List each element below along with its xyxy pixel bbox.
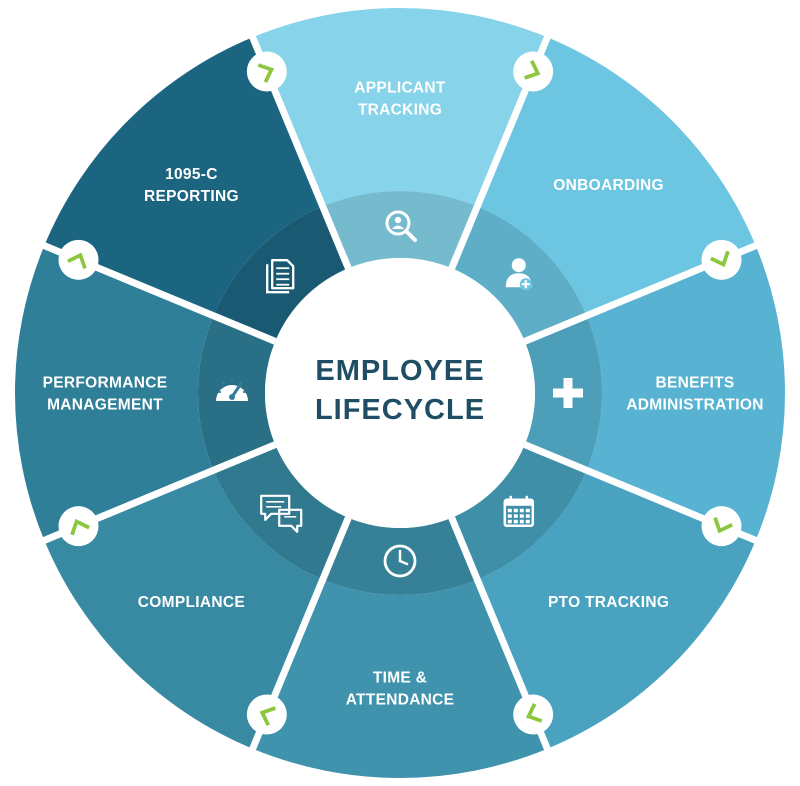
segment-label-performance-management: MANAGEMENT (47, 397, 163, 414)
labels-layer: APPLICANT TRACKING ONBOARDING BENEFITS ADMIN… (43, 80, 764, 709)
segment-label-time-attendance: TIME & (373, 670, 427, 687)
center-title-line2: LIFECYCLE (315, 394, 485, 426)
plus-icon (553, 378, 583, 408)
segment-label-applicant-tracking: TRACKING (358, 102, 442, 119)
segments-layer (15, 8, 785, 778)
segment-benefits-administration (586, 245, 785, 541)
chevron-right-icon (246, 694, 287, 735)
segment-1095c-reporting (44, 37, 323, 316)
center-circle (265, 258, 535, 528)
segment-compliance (44, 470, 323, 749)
segment-label-benefits-administration: BENEFITS (655, 375, 734, 392)
chevrons-layer (58, 51, 742, 735)
chevron-right-icon (701, 506, 742, 547)
center-hub: EMPLOYEE LIFECYCLE (265, 258, 535, 528)
center-title-line1: EMPLOYEE (315, 355, 484, 387)
segment-label-1095c-reporting: REPORTING (144, 188, 239, 205)
segment-label-compliance: COMPLIANCE (138, 594, 245, 611)
segment-inner-compliance (213, 444, 349, 580)
segment-label-benefits-administration: ADMINISTRATION (626, 397, 763, 414)
chevron-right-icon (246, 51, 287, 92)
segment-inner-pto-tracking (451, 444, 587, 580)
segment-label-applicant-tracking: APPLICANT (354, 80, 446, 97)
segment-time-attendance (252, 579, 548, 778)
segment-pto-tracking (477, 470, 756, 749)
calendar-icon (503, 495, 535, 528)
segment-label-onboarding: ONBOARDING (553, 177, 664, 194)
chevron-right-icon (513, 694, 554, 735)
segment-label-performance-management: PERFORMANCE (43, 375, 168, 392)
segment-onboarding (477, 37, 756, 316)
chevron-right-icon (513, 51, 554, 92)
segment-performance-management (15, 245, 214, 541)
user-add-icon (505, 258, 532, 291)
chevron-right-icon (58, 239, 99, 280)
search-user-icon (385, 210, 417, 242)
segment-applicant-tracking (252, 8, 548, 207)
document-icon (266, 259, 295, 294)
segment-label-time-attendance: ATTENDANCE (346, 692, 455, 709)
icons-layer (216, 210, 583, 578)
clock-icon (383, 544, 417, 578)
segment-inner-applicant-tracking (322, 190, 478, 269)
gauge-icon (216, 378, 248, 401)
segment-label-1095c-reporting: 1095-C (165, 166, 218, 183)
chat-bubbles-icon (260, 494, 303, 533)
chevron-right-icon (701, 239, 742, 280)
chevron-right-icon (58, 506, 99, 547)
segment-label-pto-tracking: PTO TRACKING (548, 594, 669, 611)
